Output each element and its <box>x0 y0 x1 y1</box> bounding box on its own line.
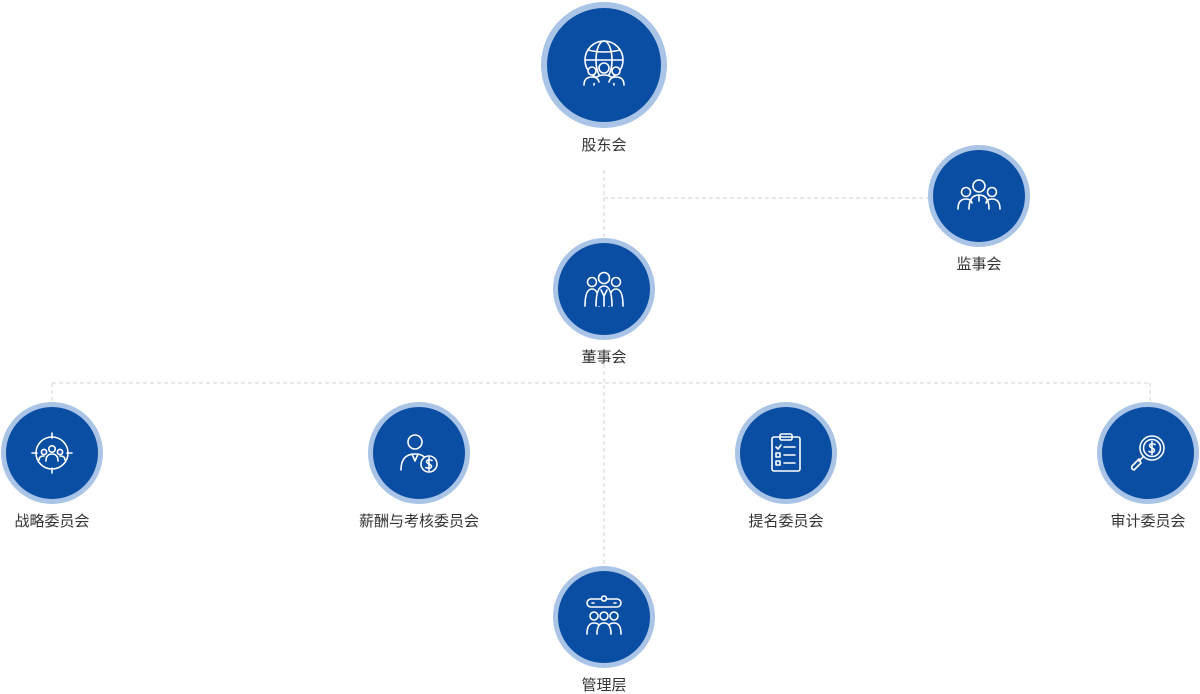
person-dollar-icon <box>400 434 438 473</box>
node-label-board: 董事会 <box>581 348 627 366</box>
node-shareholders: 股东会 <box>541 2 667 154</box>
clipboard-checklist-icon <box>771 433 801 472</box>
node-label-management: 管理层 <box>581 676 627 694</box>
team-speech-icon <box>586 595 622 635</box>
people-group-icon <box>957 179 1001 210</box>
target-people-icon <box>31 432 73 474</box>
magnifier-dollar-icon <box>1130 435 1165 471</box>
team-network-icon <box>584 271 624 307</box>
node-management: 管理层 <box>553 566 655 694</box>
node-strategy: 战略委员会 <box>1 402 103 530</box>
node-compensation: 薪酬与考核委员会 <box>359 402 479 530</box>
node-label-audit: 审计委员会 <box>1110 512 1186 530</box>
node-label-shareholders: 股东会 <box>581 136 627 154</box>
node-supervisory: 监事会 <box>928 145 1030 273</box>
node-label-nomination: 提名委员会 <box>748 512 824 530</box>
node-audit: 审计委员会 <box>1097 402 1199 530</box>
node-board: 董事会 <box>553 238 655 366</box>
node-circle <box>1097 402 1199 504</box>
node-label-compensation: 薪酬与考核委员会 <box>358 512 480 530</box>
node-circle <box>735 402 837 504</box>
node-circle <box>1 402 103 504</box>
node-circle <box>367 402 470 504</box>
globe-people-icon <box>583 40 625 86</box>
node-circle <box>541 2 667 128</box>
node-nomination: 提名委员会 <box>735 402 837 530</box>
node-circle <box>928 145 1030 247</box>
node-label-strategy: 战略委员会 <box>14 512 90 530</box>
node-circle <box>553 238 655 340</box>
node-label-supervisory: 监事会 <box>956 255 1002 273</box>
node-circle <box>553 566 655 668</box>
